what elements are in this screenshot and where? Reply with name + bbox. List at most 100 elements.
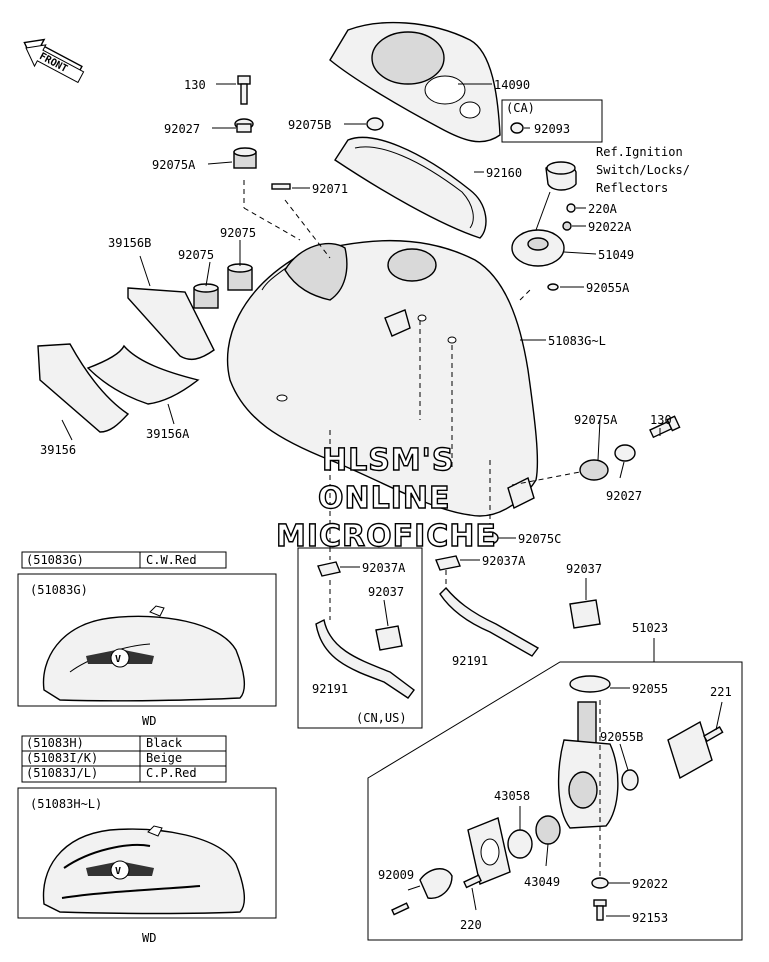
color-table-2-row2-code: (51083I/K)	[26, 751, 98, 765]
bolt-130-right	[649, 415, 681, 439]
front-arrow-icon: FRONT	[23, 38, 85, 84]
callout-cn-us: (CN,US)	[356, 711, 407, 725]
callout-92037-left: 92037	[368, 585, 404, 599]
gasket-92055	[569, 675, 611, 693]
cover-plate-right	[667, 720, 713, 780]
petcock-box	[367, 661, 743, 941]
callout-221: 221	[710, 685, 732, 699]
callout-92093: 92093	[534, 122, 570, 136]
lever-92009	[419, 868, 453, 899]
emblem-wings-icon: V	[86, 648, 154, 668]
oring-92055b	[621, 769, 639, 791]
ref-ignition-line1: Ref.Ignition	[596, 145, 683, 159]
callout-92055b: 92055B	[600, 730, 643, 744]
ca-box	[501, 99, 603, 143]
cover-plate-left	[467, 817, 511, 885]
ref-ignition-line2: Switch/Locks/	[596, 163, 690, 177]
washer-92022	[591, 877, 609, 889]
washer-92022a	[562, 221, 572, 231]
clamp-92037-right	[569, 599, 601, 629]
clip-92037a-left	[317, 561, 341, 577]
callout-92160: 92160	[486, 166, 522, 180]
callout-92153: 92153	[632, 911, 668, 925]
bolt-130-top	[237, 75, 251, 105]
callout-92009: 92009	[378, 868, 414, 882]
seat-cover-part	[329, 21, 501, 143]
leader-lines	[61, 83, 723, 917]
callout-92055a: 92055A	[586, 281, 630, 295]
color-table-1-code: (51083G)	[26, 553, 84, 567]
watermark-line3: MICROFICHE	[276, 519, 497, 554]
screw-220	[463, 874, 482, 889]
color-table-2-row2-color: Beige	[146, 751, 182, 765]
grommet-92075b	[366, 117, 384, 131]
ref-ignition-line3: Reflectors	[596, 181, 668, 195]
callout-130-top: 130	[184, 78, 206, 92]
variant-2-caption: WD	[142, 931, 156, 945]
dashed-lines	[243, 180, 601, 880]
variant-2-code: (51083H~L)	[30, 797, 102, 811]
callout-92022a: 92022A	[588, 220, 632, 234]
petcock-body	[557, 701, 619, 829]
fuel-tank-part	[226, 239, 539, 517]
cap-51049	[511, 229, 565, 267]
color-table-2-row3-code: (51083J/L)	[26, 766, 98, 780]
watermark-line1: HLSM'S	[322, 443, 454, 478]
seal-43049	[535, 815, 561, 845]
color-table-2: (51083H) Black (51083I/K) Beige (51083J/…	[21, 735, 227, 783]
damper-92075a-right	[579, 459, 609, 481]
clip-92037a-right	[435, 555, 461, 571]
callout-92055: 92055	[632, 682, 668, 696]
callout-220a: 220A	[588, 202, 618, 216]
color-table-1: (51083G) C.W.Red	[21, 551, 227, 569]
callout-92027-right: 92027	[606, 489, 642, 503]
callout-92191-left: 92191	[312, 682, 348, 696]
callout-92191-right: 92191	[452, 654, 488, 668]
svg-text:V: V	[115, 654, 121, 665]
screw-92009	[391, 902, 410, 916]
callout-92037-right: 92037	[566, 562, 602, 576]
watermark-line2: ONLINE	[318, 481, 451, 516]
callout-92075b: 92075B	[288, 118, 331, 132]
variant-1-code: (51083G)	[30, 583, 88, 597]
screw-221	[703, 726, 724, 743]
hose-92191-right	[439, 586, 540, 657]
color-table-2-row1-code: (51083H)	[26, 736, 84, 750]
watermark: HLSM'S ONLINE MICROFICHE	[275, 442, 497, 554]
callout-92022: 92022	[632, 877, 668, 891]
callout-labels: 130 92027 92075A 14090 92075B (CA) 92093…	[40, 78, 732, 932]
variant-2-box: (51083H~L) V	[17, 787, 277, 919]
callout-130-right: 130	[650, 413, 672, 427]
side-cover-39156	[37, 343, 130, 433]
bolt-92153	[593, 899, 607, 921]
callout-43058: 43058	[494, 789, 530, 803]
callout-92037a-left: 92037A	[362, 561, 406, 575]
callout-220: 220	[460, 918, 482, 932]
hose-92191-left	[315, 618, 415, 699]
collar-92027-top	[234, 118, 254, 133]
clamp-92037-left	[375, 625, 403, 651]
callout-39156b: 39156B	[108, 236, 151, 250]
color-table-1-color: C.W.Red	[146, 553, 197, 567]
variant-1-box: (51083G) V	[17, 573, 277, 707]
callout-14090: 14090	[494, 78, 530, 92]
callout-51023: 51023	[632, 621, 668, 635]
band-92071	[271, 183, 291, 190]
screw-220a	[566, 203, 576, 213]
color-table-2-row3-color: C.P.Red	[146, 766, 197, 780]
damper-92075-right	[227, 263, 253, 291]
callout-92075c: 92075C	[518, 532, 561, 546]
cap-switch-part	[545, 161, 577, 191]
collar-92027-right	[614, 444, 636, 462]
callout-92037a-right: 92037A	[482, 554, 526, 568]
callout-92071: 92071	[312, 182, 348, 196]
oring-43058	[507, 829, 533, 859]
damper-92075-left	[193, 283, 219, 309]
callout-92075-right: 92075	[220, 226, 256, 240]
pad-part	[334, 136, 487, 239]
callout-51049: 51049	[598, 248, 634, 262]
damper-92075a-top	[233, 147, 257, 169]
callout-92075a-top: 92075A	[152, 158, 196, 172]
side-cover-39156a	[86, 344, 200, 405]
grommet-92093	[510, 122, 524, 134]
